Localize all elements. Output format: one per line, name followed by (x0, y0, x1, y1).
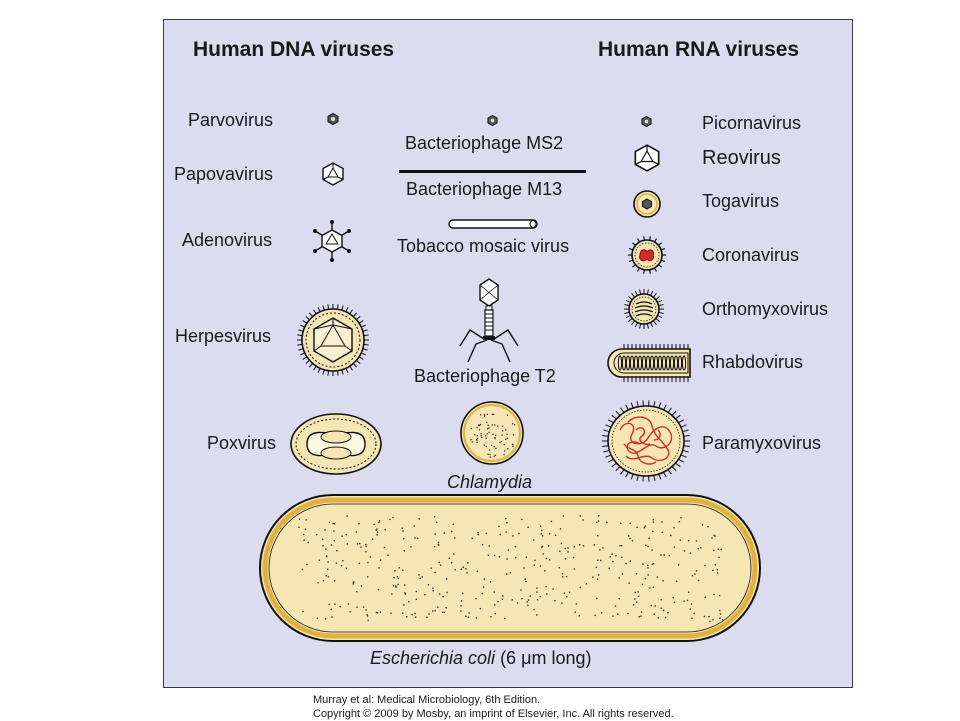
orthomyxovirus-enveloped-particle-icon (624, 289, 664, 329)
label-herpesvirus: Herpesvirus (175, 326, 271, 347)
bacteriophage-m13-filament-icon (399, 169, 586, 174)
rhabdovirus-bullet-icon (604, 343, 692, 383)
ecoli-name: Escherichia coli (370, 648, 495, 668)
bacteriophage-ms2-hexagon-capsid-icon (487, 115, 498, 126)
label-papovavirus: Papovavirus (174, 164, 273, 185)
label-bacteriophage-ms2: Bacteriophage MS2 (405, 133, 563, 154)
label-tobacco-mosaic-virus: Tobacco mosaic virus (397, 236, 569, 257)
label-picornavirus: Picornavirus (702, 113, 801, 134)
escherichia-coli-cell-icon (258, 493, 762, 643)
credit-line-2: Copyright © 2009 by Mosby, an imprint of… (313, 707, 674, 721)
label-togavirus: Togavirus (702, 191, 779, 212)
label-chlamydia: Chlamydia (447, 472, 532, 493)
label-escherichia-coli: Escherichia coli (6 μm long) (370, 648, 591, 669)
label-paramyxovirus: Paramyxovirus (702, 433, 821, 454)
label-rhabdovirus: Rhabdovirus (702, 352, 803, 373)
picornavirus-hexagon-capsid-icon (641, 116, 652, 127)
tobacco-mosaic-virus-rod-icon (448, 219, 538, 229)
ecoli-size-prefix: (6 (495, 648, 521, 668)
adenovirus-spiked-capsid-icon (311, 220, 353, 262)
dna-viruses-heading: Human DNA viruses (193, 38, 394, 62)
label-orthomyxovirus: Orthomyxovirus (702, 299, 828, 320)
label-coronavirus: Coronavirus (702, 245, 799, 266)
label-parvovirus: Parvovirus (188, 110, 273, 131)
parvovirus-hexagon-capsid-icon (327, 113, 339, 125)
coronavirus-enveloped-particle-icon (628, 236, 666, 274)
credit-line-1: Murray et al: Medical Microbiology, 6th … (313, 693, 540, 707)
herpesvirus-enveloped-particle-icon (296, 303, 370, 377)
label-bacteriophage-m13: Bacteriophage M13 (406, 179, 562, 200)
label-reovirus: Reovirus (702, 147, 781, 170)
chlamydia-cell-icon (459, 400, 525, 466)
rna-viruses-heading: Human RNA viruses (598, 38, 799, 62)
togavirus-enveloped-particle-icon (632, 189, 662, 219)
papovavirus-icosahedron-icon (321, 162, 345, 186)
ecoli-size-unit: μm long) (521, 648, 591, 668)
paramyxovirus-enveloped-particle-icon (602, 400, 690, 482)
bacteriophage-t2-tailed-phage-icon (456, 278, 522, 364)
poxvirus-icon (289, 412, 383, 476)
reovirus-icosahedron-icon (633, 144, 661, 172)
label-bacteriophage-t2: Bacteriophage T2 (414, 366, 556, 387)
label-adenovirus: Adenovirus (182, 230, 272, 251)
label-poxvirus: Poxvirus (207, 433, 276, 454)
